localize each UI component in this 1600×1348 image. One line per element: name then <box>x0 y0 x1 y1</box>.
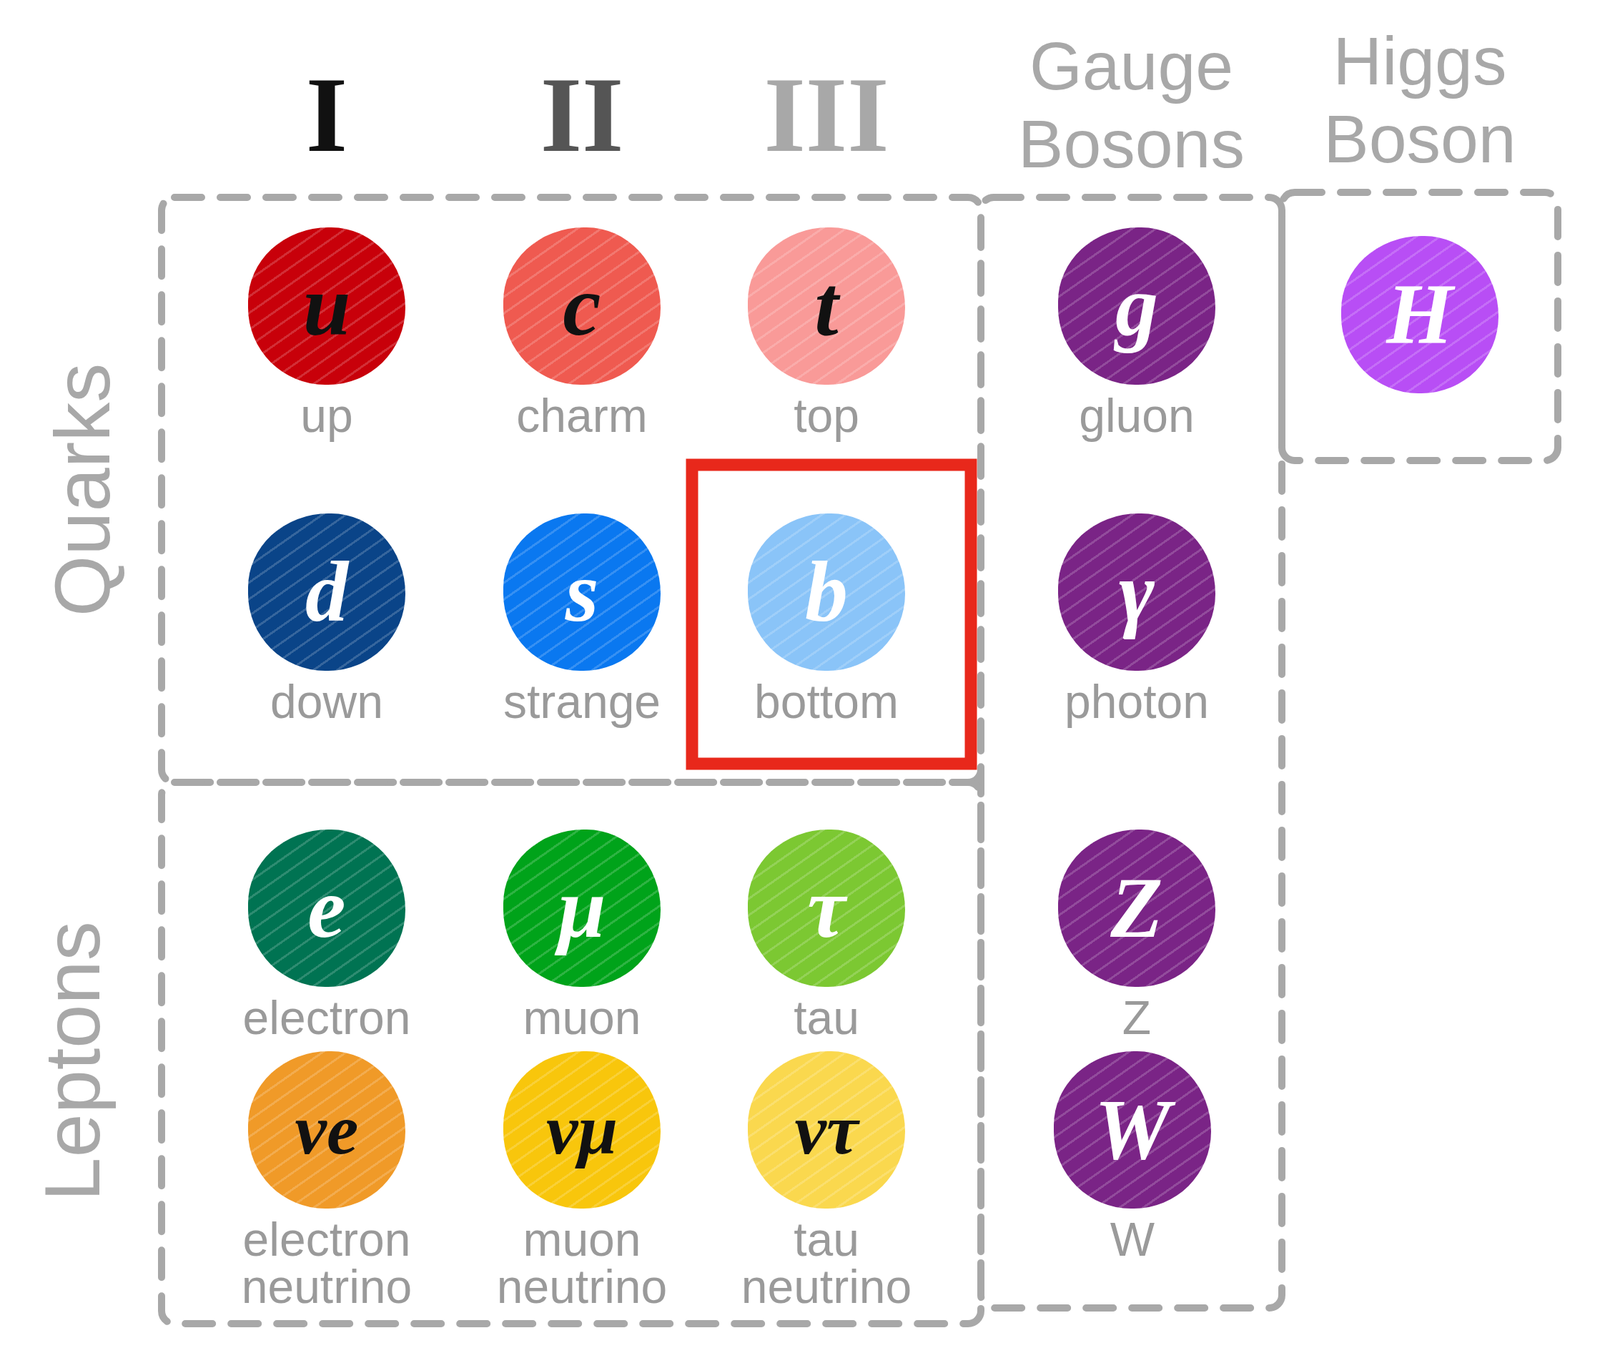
particle-name: Z <box>1015 993 1259 1041</box>
particle: s strange <box>460 513 704 725</box>
particle: μ muon <box>460 829 704 1041</box>
particle-name: charm <box>460 391 704 439</box>
particle-circle: γ <box>1058 513 1216 671</box>
dashed-border <box>161 782 981 1324</box>
particle-circle: νe <box>248 1050 406 1209</box>
particle-symbol: s <box>565 549 600 635</box>
particle: ZZ <box>1015 829 1259 1041</box>
particle-circle: ντ <box>747 1050 906 1209</box>
particle-name: electron neutrino <box>205 1215 449 1310</box>
particle-symbol: H <box>1386 271 1453 358</box>
particle: γ photon <box>1015 513 1259 725</box>
particle-symbol: μ <box>558 865 607 951</box>
particle-symbol: γ <box>1118 549 1155 635</box>
group-label: Leptons <box>26 920 118 1201</box>
particle-symbol: ντ <box>794 1093 859 1166</box>
group-heading: Higgs Boson <box>1284 22 1556 179</box>
particle-name: top <box>704 391 948 439</box>
particle-circle: b <box>747 513 906 671</box>
particle-circle: c <box>503 227 661 385</box>
particle-circle: t <box>747 227 906 385</box>
generation-label: I <box>305 60 348 169</box>
particle-symbol: τ <box>807 865 846 951</box>
particle-circle: e <box>248 829 406 987</box>
particle: νe electron neutrino <box>205 1050 449 1310</box>
dashed-border <box>161 197 981 783</box>
quark-region: Quarksuupccharmttopddownsstrangebbottom <box>157 193 985 786</box>
particle-circle: u <box>248 227 406 385</box>
particle-name: bottom <box>704 677 948 725</box>
particle-symbol: t <box>814 263 838 349</box>
particle: WW <box>1010 1050 1254 1263</box>
gauge-region: Gauge BosonsggluonγphotonZZWW <box>977 193 1286 1312</box>
particle-name: W <box>1010 1215 1254 1263</box>
particle-circle: s <box>503 513 661 671</box>
particle: e electron <box>205 829 449 1041</box>
particle-circle: μ <box>503 829 661 987</box>
dashed-border <box>980 197 1282 1308</box>
particle-name: muon neutrino <box>460 1215 704 1310</box>
particle-name: down <box>205 677 449 725</box>
particle-symbol: b <box>805 549 848 635</box>
particle-name: tau <box>704 993 948 1041</box>
generation-label: II <box>540 60 625 169</box>
particle-symbol: νμ <box>546 1093 618 1166</box>
particle-circle: νμ <box>503 1050 661 1209</box>
particle: τ tau <box>704 829 948 1041</box>
particle-name: electron <box>205 993 449 1041</box>
particle-circle: d <box>248 513 406 671</box>
particle-symbol: d <box>305 549 349 635</box>
particle-name: up <box>205 391 449 439</box>
particle-symbol: νe <box>295 1093 359 1166</box>
particle: ντ tau neutrino <box>704 1050 948 1310</box>
group-heading: Gauge Bosons <box>988 27 1275 184</box>
particle-circle: H <box>1341 235 1499 394</box>
group-label: Quarks <box>36 363 128 617</box>
particle-symbol: g <box>1115 263 1159 349</box>
particle-circle: τ <box>747 829 906 987</box>
particle-symbol: c <box>562 263 601 349</box>
particle-name: gluon <box>1015 391 1259 439</box>
particle-symbol: W <box>1094 1086 1172 1173</box>
particle-circle: g <box>1058 227 1216 385</box>
generation-label: III <box>763 60 889 169</box>
particle-name: strange <box>460 677 704 725</box>
particle-name: tau neutrino <box>704 1215 948 1310</box>
dashed-border <box>1281 192 1558 461</box>
particle: d down <box>205 513 449 725</box>
particle-symbol: Z <box>1110 865 1163 951</box>
particle: b bottom <box>704 513 948 725</box>
particle-circle: W <box>1053 1050 1212 1209</box>
particle: νμ muon neutrino <box>460 1050 704 1310</box>
particle-circle: Z <box>1058 829 1216 987</box>
particle-name: photon <box>1015 677 1259 725</box>
particle: H <box>1298 235 1542 394</box>
particle-name: muon <box>460 993 704 1041</box>
particle: c charm <box>460 227 704 439</box>
highlight-box <box>692 464 971 764</box>
particle: t top <box>704 227 948 439</box>
higgs-region: Higgs BosonH <box>1278 188 1562 464</box>
particle: g gluon <box>1015 227 1259 439</box>
lepton-region: Leptonseelectronμmuonτtauνeelectron neut… <box>157 778 985 1327</box>
particle-symbol: u <box>303 263 352 349</box>
particle: u up <box>205 227 449 439</box>
particle-symbol: e <box>307 865 346 951</box>
